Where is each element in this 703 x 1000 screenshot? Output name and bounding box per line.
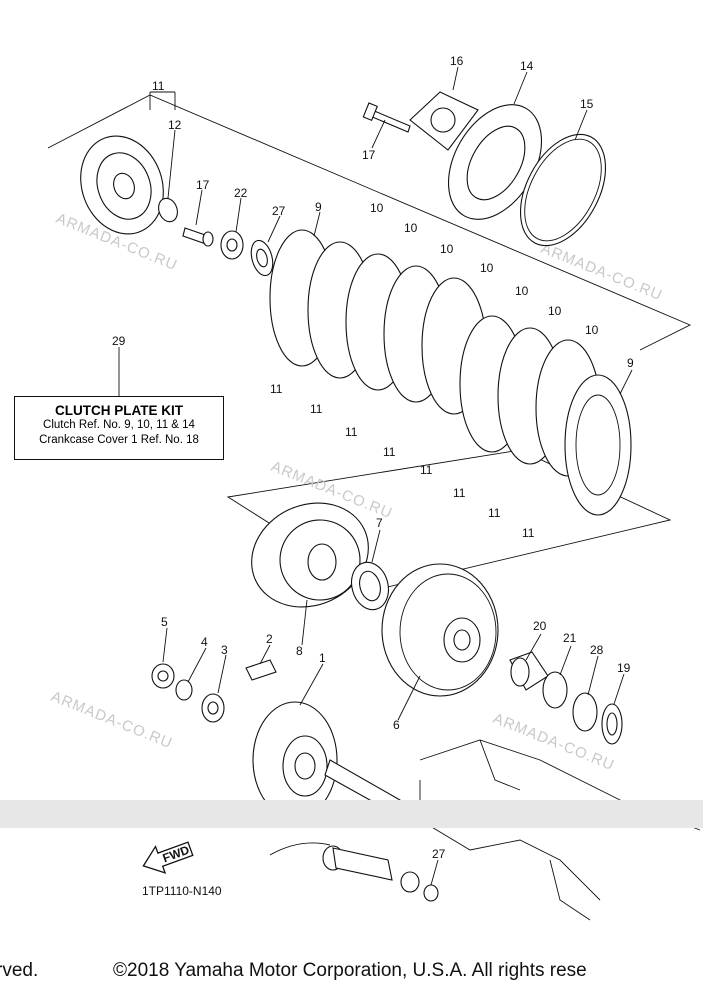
callout-label: 27 bbox=[432, 847, 446, 861]
callout-label: 10 bbox=[404, 221, 418, 235]
callout-label: 5 bbox=[161, 615, 168, 629]
callout-label: 27 bbox=[272, 204, 286, 218]
push-lever-part bbox=[269, 842, 393, 881]
kit-line-clutch: Clutch Ref. No. 9, 10, 11 & 14 bbox=[43, 419, 195, 431]
callout-label: 4 bbox=[201, 635, 208, 649]
leader-lines bbox=[118, 66, 633, 886]
callout-label: 11 bbox=[383, 445, 396, 459]
callout-label: 11 bbox=[522, 526, 535, 540]
oil-seal-part bbox=[400, 871, 420, 893]
callout-label: 14 bbox=[520, 59, 534, 73]
callout-label: 20 bbox=[533, 619, 547, 633]
fwd-arrow-icon: FWD bbox=[142, 841, 194, 874]
callout-label: 10 bbox=[515, 284, 529, 298]
callout-label: 12 bbox=[168, 118, 182, 132]
callout-label: 11 bbox=[270, 382, 283, 396]
callout-label: 11 bbox=[420, 463, 433, 477]
clutch-spring-plate-part bbox=[447, 104, 543, 220]
callout-label: 11 bbox=[152, 79, 165, 93]
callout-label: 28 bbox=[590, 643, 604, 657]
callout-label: 15 bbox=[580, 97, 594, 111]
copyright-left: rved. bbox=[0, 960, 39, 981]
thrust-washer-part bbox=[350, 561, 390, 611]
callout-label: 10 bbox=[585, 323, 599, 337]
ground-band bbox=[0, 800, 703, 828]
push-rod-part bbox=[182, 227, 214, 247]
circlip-part bbox=[423, 884, 439, 902]
callout-label: 22 bbox=[234, 186, 248, 200]
callout-label: 17 bbox=[196, 178, 210, 192]
copyright-right: ©2018 Yamaha Motor Corporation, U.S.A. A… bbox=[113, 960, 587, 981]
upper-group-outline bbox=[47, 94, 692, 351]
thrust-bearing-part bbox=[601, 703, 623, 745]
wire-ring-part bbox=[519, 133, 607, 247]
callout-label: 7 bbox=[376, 516, 383, 530]
callout-label: 2 bbox=[266, 632, 273, 646]
callout-label: 29 bbox=[112, 334, 126, 348]
bearing-part bbox=[158, 197, 178, 223]
callout-label: 19 bbox=[617, 661, 631, 675]
callout-label: 16 bbox=[450, 54, 464, 68]
watermark: ARMADA-CO.RU bbox=[539, 240, 665, 304]
lock-washer-part bbox=[175, 679, 193, 701]
callout-label: 6 bbox=[393, 718, 400, 732]
callout-label: 11 bbox=[345, 425, 358, 439]
callout-label: 10 bbox=[440, 242, 454, 256]
spacer-washer-part bbox=[572, 692, 598, 732]
callout-label: 9 bbox=[315, 200, 322, 214]
callout-label: 8 bbox=[296, 644, 303, 658]
callout-label: 10 bbox=[548, 304, 562, 318]
callout-label: 11 bbox=[310, 402, 323, 416]
callout-label: 11 bbox=[488, 506, 501, 520]
callout-label: 10 bbox=[480, 261, 494, 275]
diagram-code: 1TP1110-N140 bbox=[142, 884, 222, 898]
callout-label: 10 bbox=[370, 201, 384, 215]
kit-title: CLUTCH PLATE KIT bbox=[55, 403, 183, 418]
collar-part bbox=[201, 693, 225, 723]
clutch-plate-kit-box: CLUTCH PLATE KIT Clutch Ref. No. 9, 10, … bbox=[14, 396, 224, 460]
callout-label: 9 bbox=[627, 356, 634, 370]
bolt-part bbox=[362, 102, 411, 133]
callout-label: 3 bbox=[221, 643, 228, 657]
kit-line-crankcase: Crankcase Cover 1 Ref. No. 18 bbox=[39, 434, 199, 446]
nut-part bbox=[151, 663, 175, 689]
clutch-plate-stack bbox=[269, 229, 632, 516]
retainer-plate-part bbox=[409, 91, 479, 151]
spacer-part bbox=[509, 651, 549, 691]
clutch-boss-part bbox=[251, 502, 369, 608]
clutch-housing-part bbox=[381, 563, 499, 697]
callout-label: 11 bbox=[453, 486, 466, 500]
watermark: ARMADA-CO.RU bbox=[49, 688, 175, 752]
locknut-part bbox=[220, 230, 244, 260]
pressure-plate-part bbox=[80, 135, 164, 235]
key-part bbox=[245, 659, 277, 681]
callout-label: 1 bbox=[319, 651, 326, 665]
needle-bearing-part bbox=[542, 671, 568, 709]
washer-part bbox=[250, 239, 274, 277]
callout-label: 21 bbox=[563, 631, 577, 645]
crankcase-part bbox=[419, 739, 701, 921]
callout-label: 17 bbox=[362, 148, 376, 162]
watermark: ARMADA-CO.RU bbox=[491, 710, 617, 774]
